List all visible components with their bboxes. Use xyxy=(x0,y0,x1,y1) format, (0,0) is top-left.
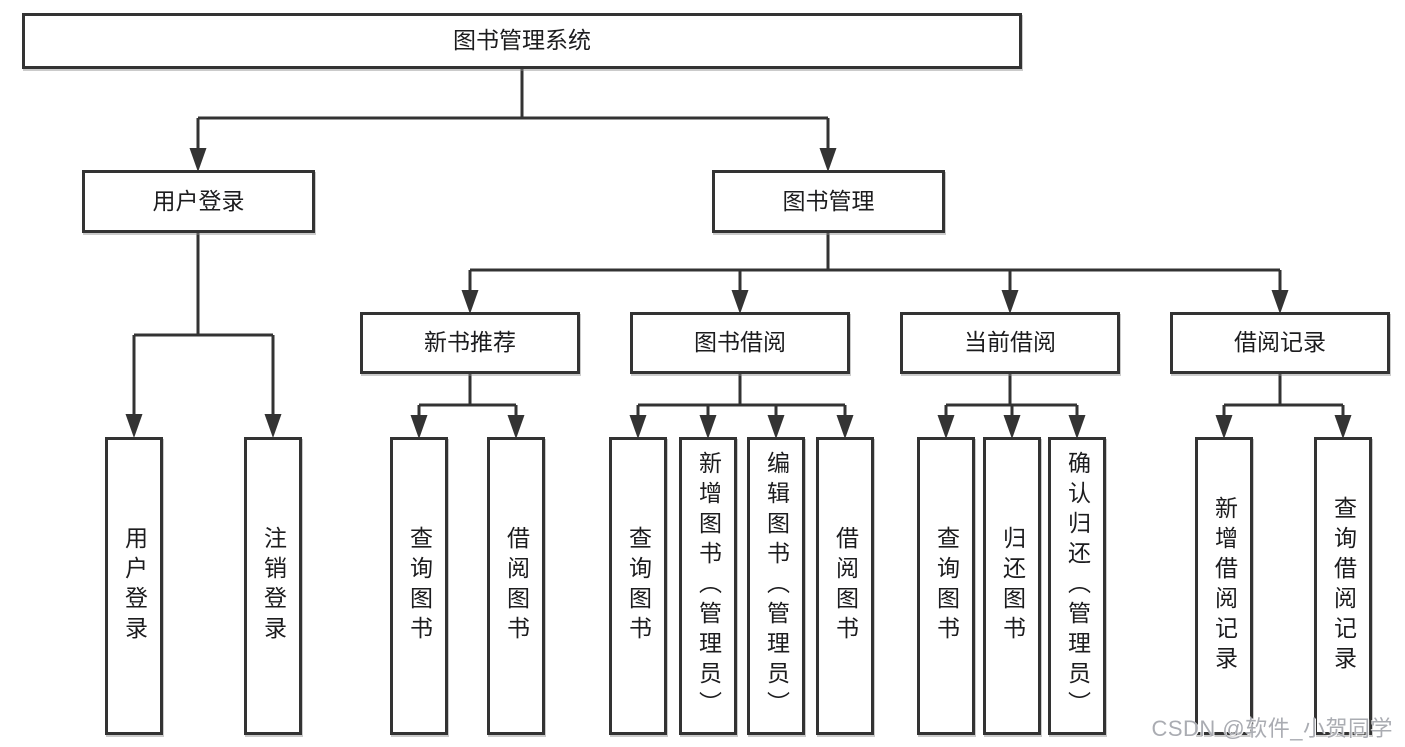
leaf-label: 新增图书（管理员） xyxy=(695,451,722,721)
leaf-current-return-books: 归还图书 xyxy=(983,437,1041,735)
leaf-label: 归还图书 xyxy=(999,526,1026,646)
leaf-borrowing-add-books-admin: 新增图书（管理员） xyxy=(679,437,737,735)
node-library-management-system: 图书管理系统 xyxy=(22,13,1022,69)
leaf-label: 查询借阅记录 xyxy=(1330,496,1357,676)
leaf-borrowing-query-books: 查询图书 xyxy=(609,437,667,735)
leaf-label: 查询图书 xyxy=(933,526,960,646)
node-current-borrowing: 当前借阅 xyxy=(900,312,1120,374)
leaf-user-login: 用户登录 xyxy=(105,437,163,735)
connector-book-borrowing-children xyxy=(629,374,854,439)
leaf-label: 查询图书 xyxy=(625,526,652,646)
leaf-recommend-query-books: 查询图书 xyxy=(390,437,448,735)
leaf-current-query-books: 查询图书 xyxy=(917,437,975,735)
leaf-records-query-borrow-record: 查询借阅记录 xyxy=(1314,437,1372,735)
leaf-records-add-borrow-record: 新增借阅记录 xyxy=(1195,437,1253,735)
leaf-label: 借阅图书 xyxy=(832,526,859,646)
leaf-label: 确认归还（管理员） xyxy=(1064,451,1091,721)
connector-book-management-children xyxy=(461,233,1289,314)
node-book-management: 图书管理 xyxy=(712,170,945,233)
connector-borrow-records-children xyxy=(1215,374,1352,439)
node-book-borrowing: 图书借阅 xyxy=(630,312,850,374)
connector-new-book-recommend-children xyxy=(410,374,525,439)
watermark: CSDN @软件_小贺同学 xyxy=(1151,716,1393,741)
leaf-recommend-borrow-books: 借阅图书 xyxy=(487,437,545,735)
connector-user-login-children xyxy=(125,233,282,438)
node-user-login-group: 用户登录 xyxy=(82,170,315,233)
connector-current-borrowing-children xyxy=(937,374,1086,439)
leaf-borrowing-borrow-books: 借阅图书 xyxy=(816,437,874,735)
node-borrow-records: 借阅记录 xyxy=(1170,312,1390,374)
leaf-logout: 注销登录 xyxy=(244,437,302,735)
connector-root-to-level2 xyxy=(189,69,837,172)
leaf-label: 新增借阅记录 xyxy=(1211,496,1238,676)
node-new-book-recommend: 新书推荐 xyxy=(360,312,580,374)
leaf-label: 注销登录 xyxy=(260,526,287,646)
leaf-borrowing-edit-books-admin: 编辑图书（管理员） xyxy=(747,437,805,735)
leaf-label: 借阅图书 xyxy=(503,526,530,646)
leaf-label: 查询图书 xyxy=(406,526,433,646)
leaf-label: 用户登录 xyxy=(121,526,148,646)
leaf-label: 编辑图书（管理员） xyxy=(763,451,790,721)
leaf-current-confirm-return-admin: 确认归还（管理员） xyxy=(1048,437,1106,735)
